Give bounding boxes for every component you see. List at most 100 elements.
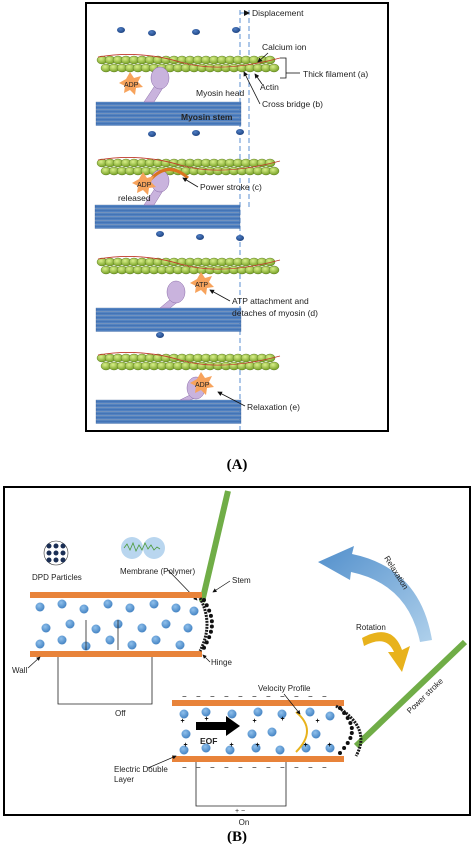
tropomyosin-strand [97,54,281,68]
hinge-bead [345,741,350,745]
fluid-particle [325,743,335,753]
contraction-stages [94,54,281,424]
fluid-particle [161,619,171,629]
particle-charge-plus: + [281,716,285,723]
myosin-head [166,280,186,304]
dpd-particles-label: DPD Particles [32,573,82,582]
fluid-particle [277,709,287,719]
hinge-bead [207,608,212,613]
dpd-particle-dot [53,557,59,563]
on-circuit [195,762,287,807]
fluid-particle [201,707,211,717]
calcium-ion [192,130,200,136]
wall-charge-minus: − [266,692,271,701]
actin-bead [264,55,276,65]
fluid-particle [253,707,263,717]
particle-charge-plus: + [256,742,260,749]
thick-filament-bar [95,407,242,412]
dpd-particle-dot [46,550,52,556]
off-circuit [57,620,153,705]
wall-charge-minus: − [182,763,187,772]
thick-filament-bar [95,113,242,118]
hinge-bead [342,711,347,715]
hinge-bead [204,640,209,645]
fluid-particle [79,604,89,614]
stem-upper [199,490,231,603]
thick-filament-bar [95,319,242,324]
thick-filament-bar [95,315,242,320]
particle-charge-plus: + [304,742,308,749]
calcium-ion [156,332,164,338]
myosin-head [150,66,170,90]
thick-filament-bar [94,224,241,229]
thick-filament-bar [94,212,241,217]
fluid-particle [179,709,189,719]
wall-charge-minus: − [266,763,271,772]
thick-filament-bar [95,403,242,408]
wall-charge-minus: − [252,763,257,772]
hinge-bead [208,629,213,634]
dpd-particles-icon [43,540,69,566]
thick-filament-bar [95,117,242,122]
calcium-ion [192,29,200,35]
membrane-icon [121,537,165,559]
hinge-bead [342,746,347,750]
thick-filament-bar [95,121,242,126]
tropomyosin-strand [97,256,281,270]
actin-bead [268,166,280,176]
particle-charge-plus: + [230,742,234,749]
wall-charge-minus: − [308,692,313,701]
calcium-ion [236,235,244,241]
hinge-bead [338,751,342,755]
atp-attachment-label-1: ATP attachment and [232,296,309,306]
rotation-label: Rotation [356,623,386,632]
wall-charge-minus: − [224,692,229,701]
fluid-particle [127,640,137,650]
caption-b: (B) [227,829,247,845]
thick-filament-bar [95,307,242,312]
fluid-particle [35,602,45,612]
actin-bead [264,257,276,267]
thick-filament-bar [95,411,242,416]
wall-charge-minus: − [210,763,215,772]
edl-label-2: Layer [114,775,134,784]
velocity-profile-label: Velocity Profile [258,684,311,693]
thick-filament-bar [95,311,242,316]
actin-bead [268,63,280,73]
thick-filament-bar [95,101,242,106]
dpd-particle-dot [60,550,66,556]
hinge-bead [349,726,354,730]
relaxation-arrow [318,546,432,642]
hinge-bead [348,721,353,725]
particle-charge-plus: + [253,718,257,725]
thick-filament-label: Thick filament (a) [303,69,368,79]
on-signs: + − [235,808,245,815]
cross-bridge-label: Cross bridge (b) [262,99,323,109]
particle-charge-plus: + [205,716,209,723]
fluid-particle [151,635,161,645]
fluid-particle [103,599,113,609]
fluid-particle [41,623,51,633]
off-label: Off [115,709,126,718]
fluid-particle [325,711,335,721]
hinge-bead [349,731,354,735]
rotation-arrow [362,632,410,672]
calcium-ions [117,27,244,338]
hinge-bead [204,603,209,608]
wall-charge-minus: − [294,692,299,701]
hinge-bead [202,645,206,650]
thick-filament-bar [95,323,242,328]
fluid-particle [57,635,67,645]
fluid-particle [225,745,235,755]
calcium-ion [196,234,204,240]
stage-2 [94,157,281,229]
relaxation-label-a: Relaxation (e) [247,402,300,412]
actin-bead [264,353,276,363]
wall-charge-minus: − [280,692,285,701]
thick-filament-bar [95,419,242,424]
tropomyosin-strand [97,352,281,366]
fluid-particle [137,623,147,633]
thick-filament-bar [95,327,242,332]
eof-label: EOF [200,736,217,746]
